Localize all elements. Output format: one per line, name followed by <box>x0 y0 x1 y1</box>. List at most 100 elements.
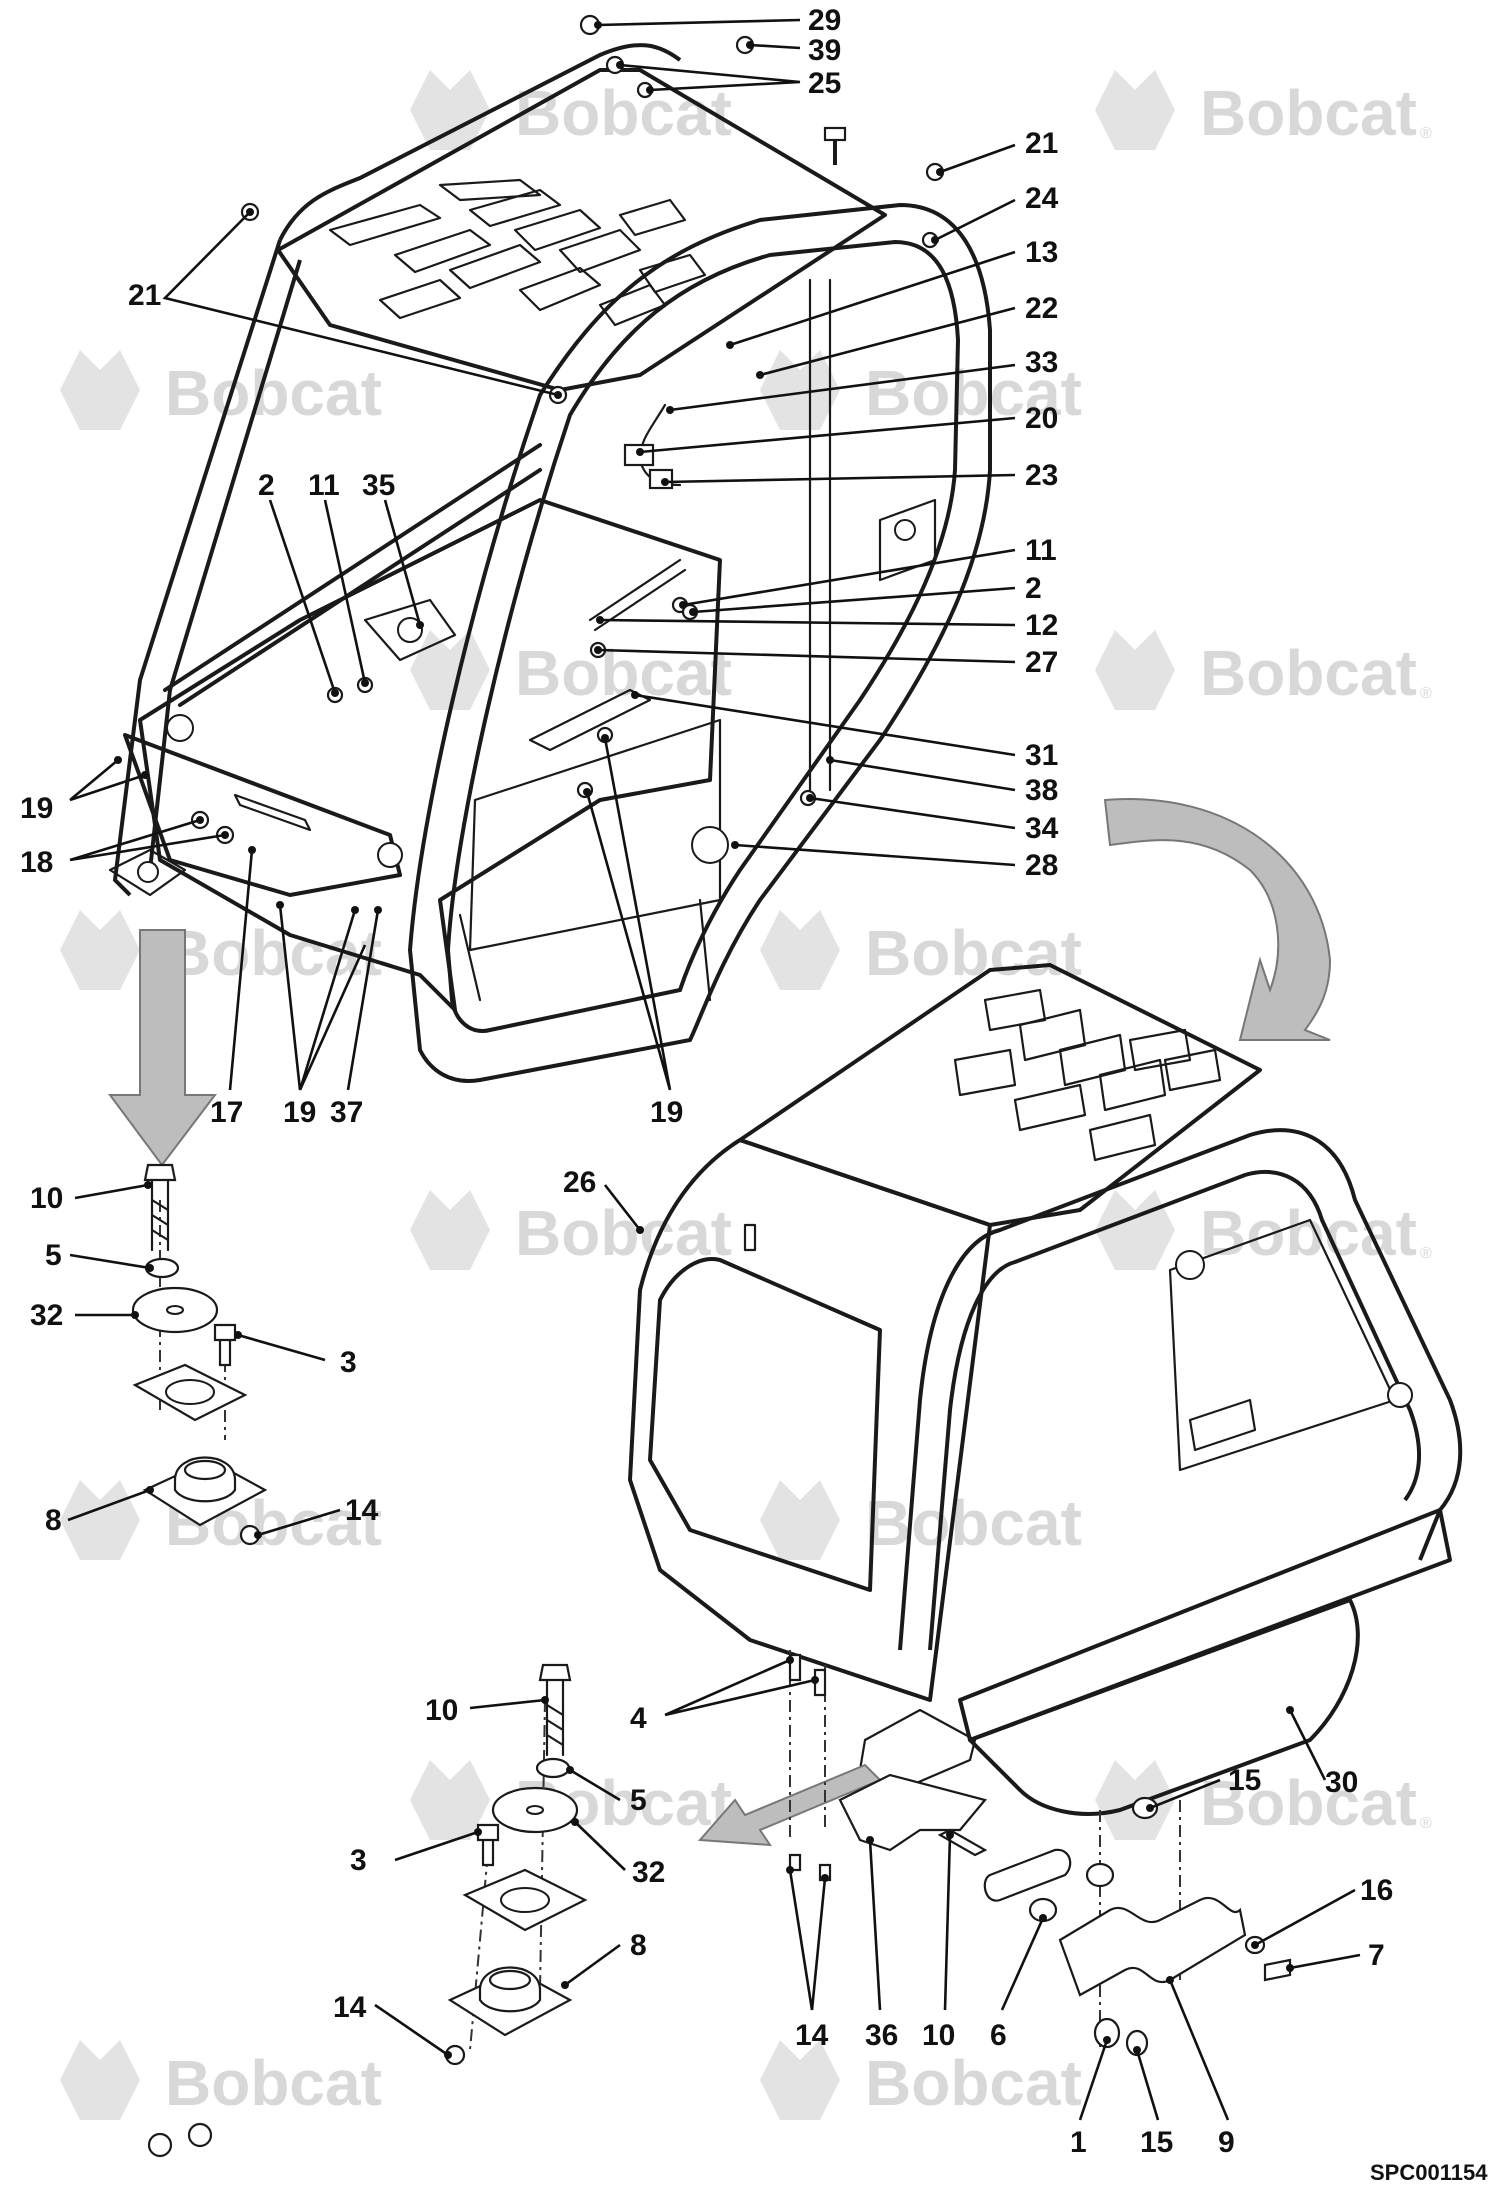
spacer-plate-lower-hole <box>500 1887 550 1913</box>
side-rail-left <box>163 443 542 692</box>
rops-tube-left <box>112 239 282 897</box>
rear-panel-vent <box>1188 1398 1257 1452</box>
floor-panel <box>468 718 722 952</box>
rops-tube-front-hoop-inner <box>445 239 961 1033</box>
callout-14: 14 <box>795 2019 829 2052</box>
front-plate-hole-left <box>166 714 194 742</box>
callout-1: 1 <box>1070 2126 1087 2159</box>
callout-15: 15 <box>1228 1764 1261 1797</box>
callout-19: 19 <box>650 1096 683 1129</box>
front-plate-slot <box>233 793 312 832</box>
hinge-plate-right <box>878 498 937 582</box>
callout-22: 22 <box>1025 292 1058 325</box>
cab-rear-panel <box>958 1508 1452 1742</box>
floor-panel-hole <box>691 826 729 864</box>
bolt-10b <box>538 1663 572 1682</box>
washer-1 <box>1093 2017 1121 2049</box>
bracket-36 <box>838 1773 987 1852</box>
cab-side-panel <box>628 1138 992 1702</box>
callout-14: 14 <box>333 1991 367 2024</box>
callout-19: 19 <box>20 792 53 825</box>
tilt-hinge-detail <box>788 1650 1292 2057</box>
bolt-7 <box>1263 1958 1292 1982</box>
callout-11: 11 <box>308 469 340 502</box>
callout-34: 34 <box>1025 812 1059 845</box>
callout-19: 19 <box>283 1096 316 1129</box>
rear-pillar <box>808 278 832 792</box>
loose-nut-b <box>187 2122 213 2148</box>
cab-bottom-tank <box>968 1598 1360 1816</box>
callout-5: 5 <box>45 1239 62 1272</box>
callout-10: 10 <box>30 1182 63 1215</box>
rops-tube-left-inner <box>148 259 302 871</box>
callout-2: 2 <box>1025 572 1042 605</box>
isolator-mount-8a-top <box>183 1459 227 1481</box>
link-plate <box>983 1848 1072 1902</box>
centerline <box>539 1699 546 1991</box>
callout-8: 8 <box>630 1929 647 1962</box>
callout-35: 35 <box>362 469 395 502</box>
callout-39: 39 <box>808 34 841 67</box>
watermark: Bobcat <box>410 70 732 150</box>
watermark: Bobcat <box>760 1480 1082 1560</box>
callout-21: 21 <box>1025 127 1058 160</box>
floor-cover <box>458 898 712 1002</box>
bolt-4 <box>788 1653 827 1697</box>
callout-3: 3 <box>340 1346 357 1379</box>
plate-32a-hole <box>166 1305 184 1315</box>
callout-3: 3 <box>350 1844 367 1877</box>
rops-tube-front-hoop-outer <box>407 202 992 1083</box>
callout-37: 37 <box>330 1096 363 1129</box>
callout-26: 26 <box>563 1166 596 1199</box>
detail-down-arrow <box>108 929 218 1167</box>
callout-25: 25 <box>808 67 841 100</box>
watermark-text: Bobcat <box>515 637 732 709</box>
watermark-registered-mark: ® <box>1420 1815 1432 1832</box>
strip-31 <box>528 688 652 752</box>
front-plate-hole-right <box>377 842 403 868</box>
bolt-10b-shank <box>545 1678 565 1757</box>
callout-4: 4 <box>630 1702 647 1735</box>
watermark-text: Bobcat <box>1200 1767 1417 1839</box>
callout-28: 28 <box>1025 849 1058 882</box>
hinge-plate-right-hole <box>894 519 916 541</box>
callout-36: 36 <box>865 2019 898 2052</box>
callout-10: 10 <box>425 1694 458 1727</box>
cab-side-window <box>648 1257 882 1592</box>
washer-5b <box>535 1757 571 1779</box>
roof-vent-slots <box>328 178 707 327</box>
rotate-view-arrow <box>1103 798 1332 1041</box>
bracket-35-hole <box>397 617 423 643</box>
callout-21: 21 <box>128 279 161 312</box>
callout-17: 17 <box>210 1096 243 1129</box>
callout-27: 27 <box>1025 646 1058 679</box>
callout-33: 33 <box>1025 346 1058 379</box>
watermark-registered-mark: ® <box>1420 1245 1432 1262</box>
callout-11: 11 <box>1025 534 1057 567</box>
watermark-text: Bobcat <box>865 2047 1082 2119</box>
watermark-registered-mark: ® <box>1420 685 1432 702</box>
watermark-text: Bobcat <box>165 357 382 429</box>
bracket-9 <box>1058 1896 1247 1997</box>
rear-panel-hole <box>1175 1250 1205 1280</box>
bolt-3a <box>213 1323 237 1367</box>
spacer-plate-hole <box>165 1379 215 1405</box>
watermark: Bobcat ® <box>1095 630 1432 710</box>
callout-13: 13 <box>1025 236 1058 269</box>
rops-rear-hoop-outer <box>898 1128 1463 1651</box>
cab-front-plate <box>123 733 402 897</box>
callout-2: 2 <box>258 469 275 502</box>
top-post-cap <box>823 126 847 142</box>
bracket-35 <box>363 598 457 662</box>
connector-23 <box>648 468 674 490</box>
callout-18: 18 <box>20 846 53 879</box>
callout-8: 8 <box>45 1504 62 1537</box>
rops-rear-hoop-inner <box>928 1170 1422 1651</box>
watermark-text: Bobcat <box>515 77 732 149</box>
bolt-10a-shank <box>150 1178 170 1252</box>
rops-tube-rear-top <box>278 43 682 241</box>
callout-29: 29 <box>808 4 841 37</box>
watermark-layer: Bobcat Bobcat ® Bobcat Bobcat Bobcat Bob… <box>60 70 1432 2120</box>
watermark-registered-mark: ® <box>1420 125 1432 142</box>
